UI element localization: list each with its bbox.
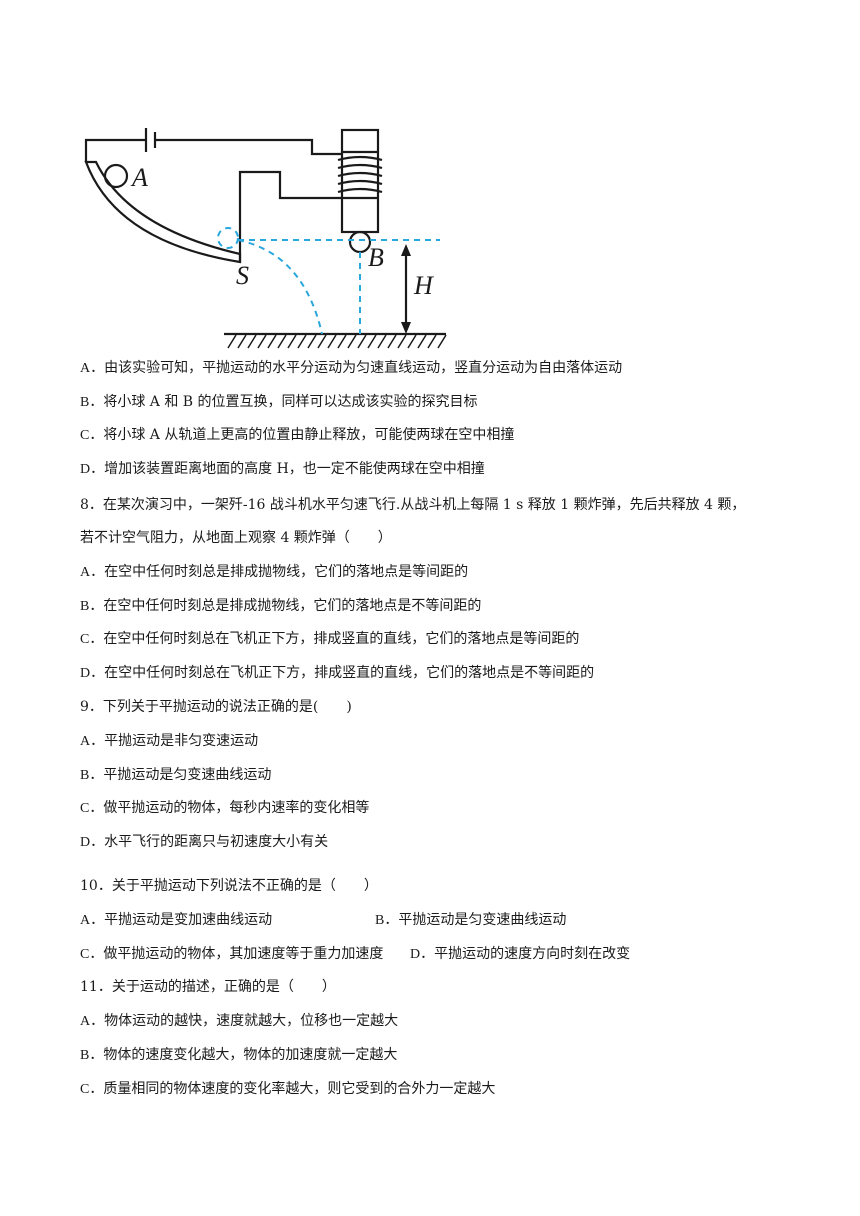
q7-option-b: B．将小球 A 和 B 的位置互换，同样可以达成该实验的探究目标 xyxy=(80,394,478,410)
q9-option-a: A．平抛运动是非匀变速运动 xyxy=(80,733,259,749)
q8-option-c: C．在空中任何时刻总在飞机正下方，排成竖直的直线，它们的落地点是等间距的 xyxy=(80,631,580,647)
q10-stem: 10．关于平抛运动下列说法不正确的是（ ） xyxy=(80,878,378,894)
q9-option-d: D．水平飞行的距离只与初速度大小有关 xyxy=(80,834,329,850)
label-s: S xyxy=(236,261,249,290)
q10-option-a: A．平抛运动是变加速曲线运动 xyxy=(80,912,273,928)
coil xyxy=(337,155,383,194)
q8-stem-line-2: 若不计空气阻力，从地面上观察 4 颗炸弹（ ） xyxy=(80,530,392,546)
projectile-trajectory xyxy=(237,239,323,335)
label-h: H xyxy=(413,271,434,300)
label-a: A xyxy=(130,163,148,192)
q11-option-c: C．质量相同的物体速度的变化率越大，则它受到的合外力一定越大 xyxy=(80,1081,496,1097)
q9-option-b: B．平抛运动是匀变速曲线运动 xyxy=(80,767,272,783)
circuit-wire xyxy=(84,138,146,162)
q8-option-a: A．在空中任何时刻总是排成抛物线，它们的落地点是等间距的 xyxy=(80,564,469,580)
ball-a xyxy=(103,163,129,189)
ball-a-exit-position xyxy=(217,227,239,249)
q7-option-c: C．将小球 A 从轨道上更高的位置由静止释放，可能使两球在空中相撞 xyxy=(80,427,515,443)
q8-option-d: D．在空中任何时刻总在飞机正下方，排成竖直的直线，它们的落地点是不等间距的 xyxy=(80,665,595,681)
experiment-diagram: A B S H xyxy=(84,128,447,349)
q8-option-b: B．在空中任何时刻总是排成抛物线，它们的落地点是不等间距的 xyxy=(80,598,482,614)
q11-option-a: A．物体运动的越快，速度就越大，位移也一定越大 xyxy=(80,1013,399,1029)
q8-stem-line-1: 8．在某次演习中，一架歼-16 战斗机水平匀速飞行.从战斗机上每隔 1 s 释放… xyxy=(80,497,746,513)
q9-stem: 9．下列关于平抛运动的说法正确的是( ) xyxy=(80,699,352,715)
q10-option-b: B．平抛运动是匀变速曲线运动 xyxy=(375,912,567,928)
q11-option-b: B．物体的速度变化越大，物体的加速度就一定越大 xyxy=(80,1047,398,1063)
label-b: B xyxy=(368,243,384,272)
q7-option-a: A．由该实验可知，平抛运动的水平分运动为匀速直线运动，竖直分运动为自由落体运动 xyxy=(80,360,623,376)
q9-option-c: C．做平抛运动的物体，每秒内速率的变化相等 xyxy=(80,800,370,816)
q10-option-d: D．平抛运动的速度方向时刻在改变 xyxy=(410,946,631,962)
q11-stem: 11．关于运动的描述，正确的是（ ） xyxy=(80,979,336,995)
curved-track xyxy=(84,160,242,264)
q7-option-d: D．增加该装置距离地面的高度 H，也一定不能使两球在空中相撞 xyxy=(80,461,485,477)
q10-option-c: C．做平抛运动的物体，其加速度等于重力加速度 xyxy=(80,946,384,962)
ball-b xyxy=(348,230,372,254)
